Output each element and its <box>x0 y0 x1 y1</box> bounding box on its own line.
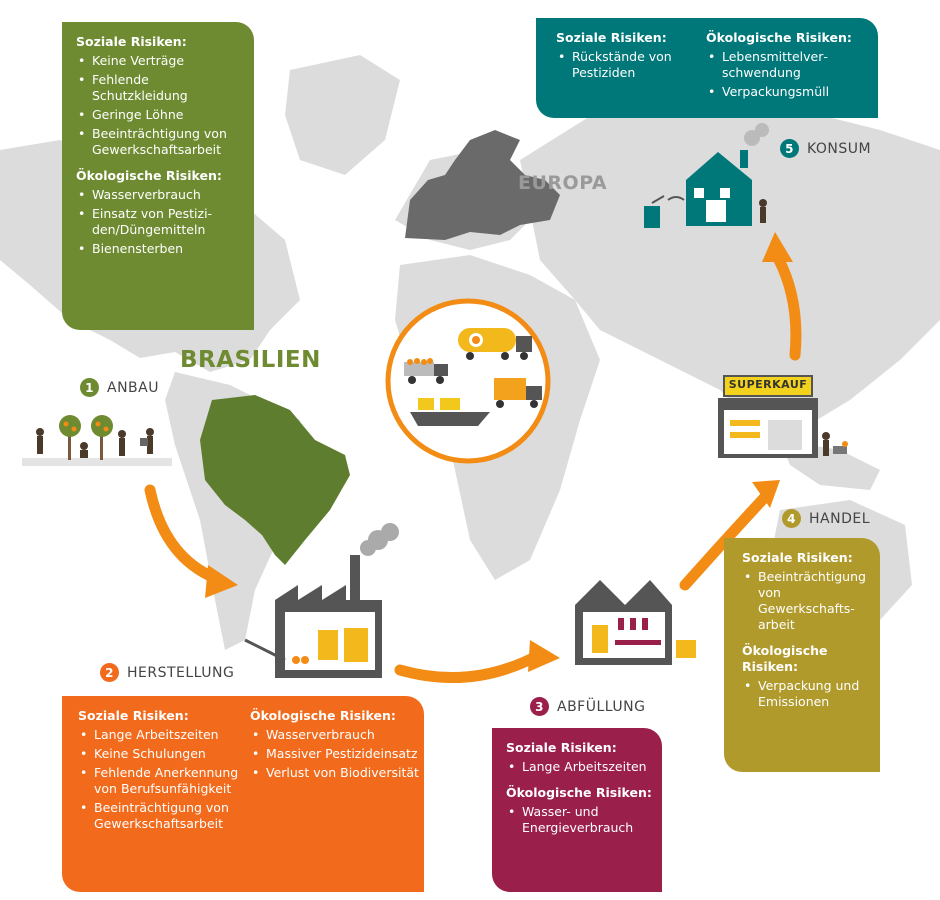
shop-sign-plate <box>723 375 813 397</box>
brazil-shape <box>200 395 350 565</box>
risk-item: Keine Schulungen <box>78 746 246 762</box>
risk-box-abfuellung: Soziale Risiken: Lange Arbeitszeiten Öko… <box>492 728 662 892</box>
step-label: HANDEL <box>809 510 871 527</box>
eco-risks-title: Ökologische Risiken: <box>706 30 852 45</box>
step-label: KONSUM <box>807 140 872 157</box>
risk-item: Beeinträchtigung von Gewerkschafts­arbei… <box>78 800 246 832</box>
social-risks-column: Soziale Risiken: Rückstände von Pestizid… <box>556 30 696 91</box>
step-number: 4 <box>782 509 801 528</box>
social-risks-list: Beeinträch­tigung von Gewerkschafts­arbe… <box>742 569 870 633</box>
step-label: HERSTELLUNG <box>127 664 235 681</box>
risk-item: Verpackung und Emissionen <box>742 678 870 710</box>
risk-item: Fehlende Schutzkleidung <box>76 72 242 104</box>
arrow-handel-konsum <box>772 252 802 361</box>
risk-box-konsum: Soziale Risiken: Rückstände von Pestizid… <box>536 18 878 118</box>
eco-risks-list: Wasser- und Energieverbrauch <box>506 804 652 836</box>
social-risks-title: Soziale Risiken: <box>76 34 187 49</box>
risk-item: Lange Arbeitszeiten <box>506 759 652 775</box>
eco-risks-column: Ökologische Risiken: Lebensmittelver­sch… <box>706 30 870 110</box>
social-risks-list: Lange Arbeitszeiten <box>506 759 652 775</box>
arrow-heads <box>205 232 793 672</box>
risk-item: Bienensterben <box>76 241 242 257</box>
risk-box-herstellung: Soziale Risiken: Lange Arbeitszeiten Kei… <box>62 696 424 892</box>
eco-risks-column: Ökologische Risiken: Wasserverbrauch Mas… <box>250 708 420 791</box>
farming-illustration <box>22 415 172 466</box>
social-risks-title: Soziale Risiken: <box>742 550 853 565</box>
eco-risks-title: Ökologische Risiken: <box>250 708 396 723</box>
eco-risks-list: Wasserverbrauch Einsatz von Pestizi­den/… <box>76 187 242 257</box>
social-risks-list: Keine Verträge Fehlende Schutzkleidung G… <box>76 53 242 158</box>
eco-risks-list: Verpackung und Emissionen <box>742 678 870 710</box>
risk-item: Einsatz von Pestizi­den/Düngemitteln <box>76 206 242 238</box>
eco-risks-title: Ökologische Risiken: <box>76 168 222 183</box>
factory-illustration <box>244 523 399 678</box>
risk-item: Beeinträch­tigung von Gewerkschafts­arbe… <box>742 569 870 633</box>
risk-item: Lebensmittelver­schwendung <box>706 49 870 81</box>
bottling-illustration <box>575 580 696 665</box>
risk-item: Keine Verträge <box>76 53 242 69</box>
shop-sign: SUPERKAUF <box>728 378 808 391</box>
supermarket-illustration <box>718 398 848 458</box>
social-risks-title: Soziale Risiken: <box>506 740 617 755</box>
step-anbau: 1 ANBAU <box>80 378 159 397</box>
eco-risks-list: Lebensmittelver­schwendung Verpackungsmü… <box>706 49 870 100</box>
transport-circle <box>385 298 551 464</box>
region-label-europa: EUROPA <box>518 172 608 194</box>
eco-risks-title: Ökologische Risiken: <box>506 785 652 800</box>
step-number: 2 <box>100 663 119 682</box>
risk-item: Beeinträchtigung von Gewerkschafts­arbei… <box>76 126 242 158</box>
step-abfuellung: 3 ABFÜLLUNG <box>530 697 645 716</box>
step-herstellung: 2 HERSTELLUNG <box>100 663 234 682</box>
europe-shape <box>405 130 560 240</box>
social-risks-list: Lange Arbeitszeiten Keine Schulungen Feh… <box>78 727 246 832</box>
step-label: ANBAU <box>107 379 159 396</box>
step-konsum: 5 KONSUM <box>780 139 871 158</box>
step-number: 1 <box>80 378 99 397</box>
risk-item: Rückstände von Pestiziden <box>556 49 696 81</box>
region-label-brasilien: BRASILIEN <box>180 347 321 373</box>
eco-risks-title: Ökologische Risiken: <box>742 643 828 674</box>
risk-item: Wasserverbrauch <box>76 187 242 203</box>
step-handel: 4 HANDEL <box>782 509 870 528</box>
step-number: 3 <box>530 697 549 716</box>
step-label: ABFÜLLUNG <box>557 698 646 715</box>
social-risks-column: Soziale Risiken: Lange Arbeitszeiten Kei… <box>78 708 246 842</box>
risk-item: Lange Arbeitszeiten <box>78 727 246 743</box>
risk-box-handel: Soziale Risiken: Beeinträch­tigung von G… <box>724 538 880 772</box>
risk-item: Verlust von Biodiversität <box>250 765 420 781</box>
risk-item: Fehlende Anerkennung von Berufsunfähigke… <box>78 765 246 797</box>
risk-item: Verpackungsmüll <box>706 84 870 100</box>
social-risks-title: Soziale Risiken: <box>556 30 667 45</box>
risk-box-anbau: Soziale Risiken: Keine Verträge Fehlende… <box>62 22 254 330</box>
arrow-herstellung-abfuellung <box>394 651 541 683</box>
step-number: 5 <box>780 139 799 158</box>
risk-item: Geringe Löhne <box>76 107 242 123</box>
risk-item: Wasserverbrauch <box>250 727 420 743</box>
risk-item: Wasser- und Energieverbrauch <box>506 804 652 836</box>
risk-item: Massiver Pestizideinsatz <box>250 746 420 762</box>
eco-risks-list: Wasserverbrauch Massiver Pestizideinsatz… <box>250 727 420 781</box>
social-risks-title: Soziale Risiken: <box>78 708 189 723</box>
social-risks-list: Rückstände von Pestiziden <box>556 49 696 81</box>
house-illustration <box>644 123 769 228</box>
